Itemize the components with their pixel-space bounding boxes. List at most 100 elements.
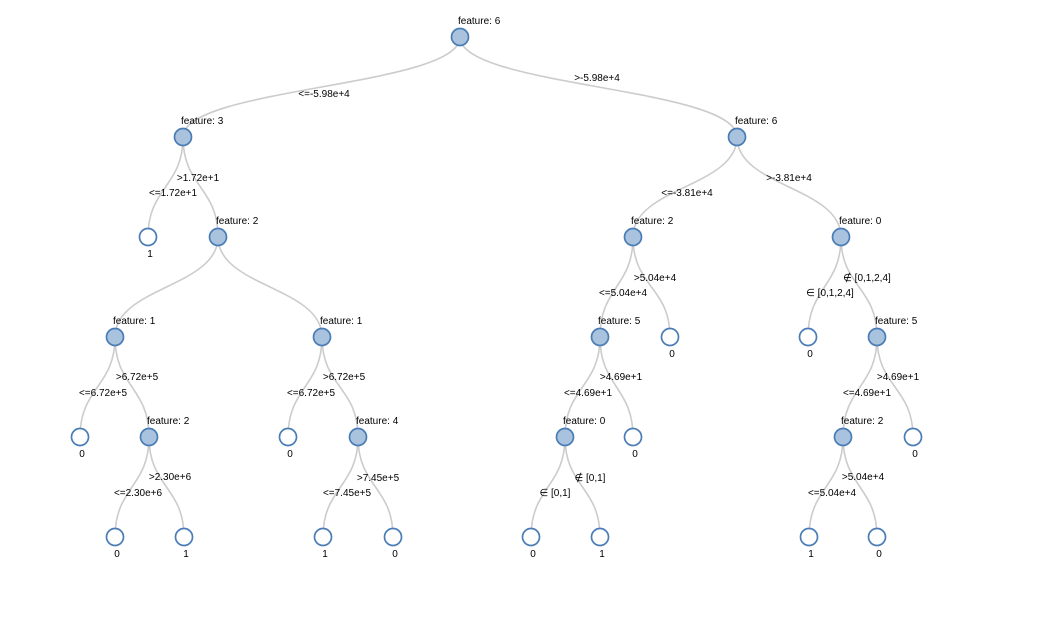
internal-node (450, 27, 470, 47)
leaf-class-label: 0 (669, 349, 675, 360)
node-feature-label: feature: 1 (113, 316, 156, 327)
edge-condition-label: >-3.81e+4 (766, 173, 812, 184)
edge-condition-label: >6.72e+5 (116, 372, 159, 383)
edge-condition-label: ∉ [0,1,2,4] (843, 272, 891, 284)
tree-edge (459, 36, 738, 138)
tree-edge (357, 436, 394, 538)
edge-condition-label: <=-5.98e+4 (298, 89, 350, 100)
tree-edge (842, 436, 878, 538)
leaf-class-label: 1 (322, 549, 328, 560)
internal-node (623, 227, 643, 247)
tree-edge (876, 336, 914, 438)
leaf-node (521, 527, 541, 547)
tree-edge (807, 236, 842, 338)
tree-edge (564, 336, 601, 438)
edge-condition-label: >4.69e+1 (600, 372, 643, 383)
edge-condition-label: >2.30e+6 (149, 472, 192, 483)
tree-edge (530, 436, 566, 538)
node-feature-label: feature: 0 (839, 216, 882, 227)
tree-edge (322, 436, 359, 538)
internal-node (867, 327, 887, 347)
node-feature-label: feature: 6 (458, 16, 501, 27)
leaf-node (799, 527, 819, 547)
leaf-class-label: 0 (807, 349, 813, 360)
leaf-node (313, 527, 333, 547)
internal-node (208, 227, 228, 247)
tree-edge (182, 36, 461, 138)
tree-edge (842, 336, 878, 438)
internal-node (348, 427, 368, 447)
edge-condition-label: >4.69e+1 (877, 372, 920, 383)
tree-edge (632, 236, 671, 338)
tree-edge (114, 336, 150, 438)
node-feature-label: feature: 4 (356, 416, 399, 427)
edge-condition-label: <=4.69e+1 (564, 388, 613, 399)
tree-edge (114, 436, 150, 538)
leaf-class-label: 0 (392, 549, 398, 560)
node-feature-label: feature: 5 (875, 316, 918, 327)
tree-edge (736, 136, 842, 238)
leaf-node (174, 527, 194, 547)
edge-condition-label: >7.45e+5 (357, 473, 400, 484)
internal-node (590, 327, 610, 347)
edge-condition-label: <=1.72e+1 (149, 188, 198, 199)
leaf-node (660, 327, 680, 347)
edge-condition-label: >5.04e+4 (634, 273, 677, 284)
edge-condition-label: >6.72e+5 (323, 372, 366, 383)
edge-condition-label: <=6.72e+5 (79, 388, 128, 399)
edge-condition-label: <=-3.81e+4 (661, 188, 713, 199)
internal-node (105, 327, 125, 347)
leaf-class-label: 0 (114, 549, 120, 560)
leaf-node (70, 427, 90, 447)
edge-condition-label: <=6.72e+5 (287, 388, 336, 399)
tree-edge (147, 136, 184, 238)
edge-condition-label: <=4.69e+1 (843, 388, 892, 399)
leaf-node (903, 427, 923, 447)
leaf-node (798, 327, 818, 347)
leaf-class-label: 0 (79, 449, 85, 460)
edge-condition-label: <=7.45e+5 (323, 488, 372, 499)
leaf-class-label: 1 (183, 549, 189, 560)
edge-condition-label: <=2.30e+6 (114, 488, 163, 499)
edge-condition-label: >1.72e+1 (177, 173, 220, 184)
node-feature-label: feature: 6 (735, 116, 778, 127)
tree-edge (632, 136, 738, 238)
leaf-node (623, 427, 643, 447)
node-feature-label: feature: 2 (841, 416, 884, 427)
tree-edge (217, 236, 323, 338)
tree-edge (808, 436, 844, 538)
leaf-node (383, 527, 403, 547)
leaf-node (138, 227, 158, 247)
tree-edge (79, 336, 116, 438)
leaf-node (105, 527, 125, 547)
node-feature-label: feature: 2 (147, 416, 190, 427)
internal-node (555, 427, 575, 447)
leaf-class-label: 1 (147, 249, 153, 260)
internal-node (173, 127, 193, 147)
node-feature-label: feature: 2 (216, 216, 259, 227)
edge-condition-label: <=5.04e+4 (808, 488, 857, 499)
leaf-class-label: 0 (912, 449, 918, 460)
leaf-class-label: 1 (808, 549, 814, 560)
tree-edge (599, 336, 634, 438)
edge-condition-label: >5.04e+4 (842, 472, 885, 483)
edge-condition-label: ∈ [0,1,2,4] (806, 288, 854, 299)
tree-edge (287, 336, 323, 438)
tree-edge (114, 236, 219, 338)
leaf-class-label: 0 (876, 549, 882, 560)
tree-edge (564, 436, 601, 538)
leaf-node (278, 427, 298, 447)
node-feature-label: feature: 1 (320, 316, 363, 327)
leaf-class-label: 1 (599, 549, 605, 560)
node-feature-label: feature: 0 (563, 416, 606, 427)
leaf-class-label: 0 (287, 449, 293, 460)
leaf-node (590, 527, 610, 547)
tree-edge (148, 436, 185, 538)
leaf-class-label: 0 (530, 549, 536, 560)
node-feature-label: feature: 5 (598, 316, 641, 327)
internal-node (727, 127, 747, 147)
leaf-class-label: 0 (632, 449, 638, 460)
leaf-node (867, 527, 887, 547)
